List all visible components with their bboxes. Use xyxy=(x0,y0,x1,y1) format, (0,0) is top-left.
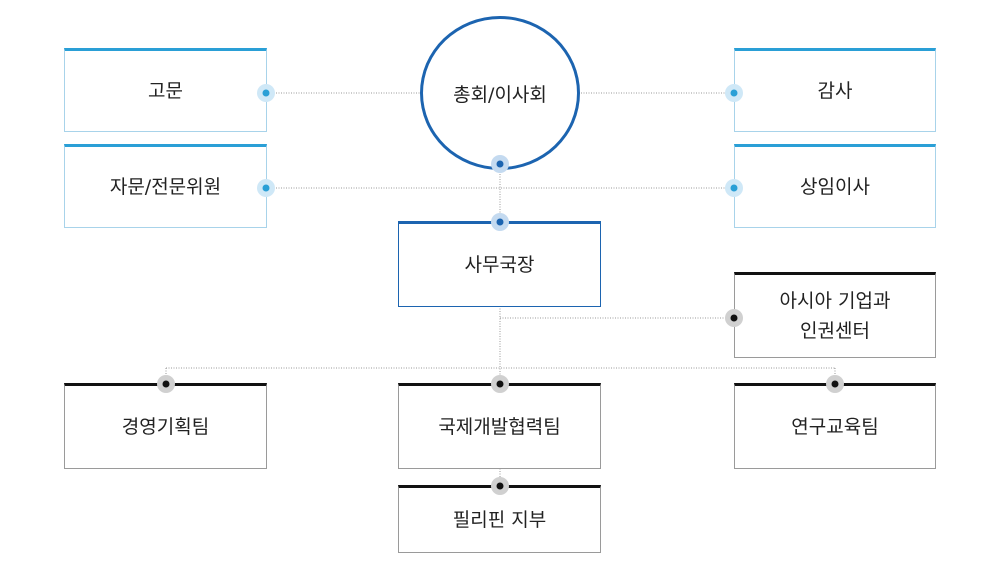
planning-team-box: 경영기획팀 xyxy=(64,383,267,469)
advisory-committee-box: 자문/전문위원 xyxy=(64,144,267,228)
philippines-branch-label: 필리핀 지부 xyxy=(452,509,547,531)
advisor-label: 고문 xyxy=(148,80,183,102)
auditor-box: 감사 xyxy=(734,48,936,132)
dot-intl-dev-team xyxy=(491,375,509,393)
dot-advisor xyxy=(257,84,275,102)
secretary-general-box: 사무국장 xyxy=(398,221,601,307)
dot-secretary-top xyxy=(491,213,509,231)
general-assembly-label: 총회/이사회 xyxy=(453,83,547,106)
dot-auditor xyxy=(725,84,743,102)
dot-asia-center xyxy=(725,309,743,327)
intl-dev-team-box: 국제개발협력팀 xyxy=(398,383,601,469)
asia-center-label-line2: 인권센터 xyxy=(800,320,870,342)
dot-philippines-branch xyxy=(491,477,509,495)
dot-research-team xyxy=(826,375,844,393)
secretary-general-label: 사무국장 xyxy=(464,254,535,276)
advisor-box: 고문 xyxy=(64,48,267,132)
general-assembly-circle: 총회/이사회 xyxy=(420,16,580,170)
standing-director-label: 상임이사 xyxy=(800,176,870,198)
dot-advisory-committee xyxy=(257,179,275,197)
dot-planning-team xyxy=(157,375,175,393)
asia-center-box: 아시아 기업과 인권센터 xyxy=(734,272,936,358)
standing-director-box: 상임이사 xyxy=(734,144,936,228)
asia-center-label-line1: 아시아 기업과 xyxy=(779,290,891,312)
auditor-label: 감사 xyxy=(817,80,853,102)
dot-circle-bottom xyxy=(491,155,509,173)
dot-standing-director xyxy=(725,179,743,197)
planning-team-label: 경영기획팀 xyxy=(121,416,210,438)
intl-dev-team-label: 국제개발협력팀 xyxy=(438,416,561,438)
research-team-label: 연구교육팀 xyxy=(791,416,879,438)
philippines-branch-box: 필리핀 지부 xyxy=(398,485,601,553)
advisory-committee-label: 자문/전문위원 xyxy=(109,176,222,198)
